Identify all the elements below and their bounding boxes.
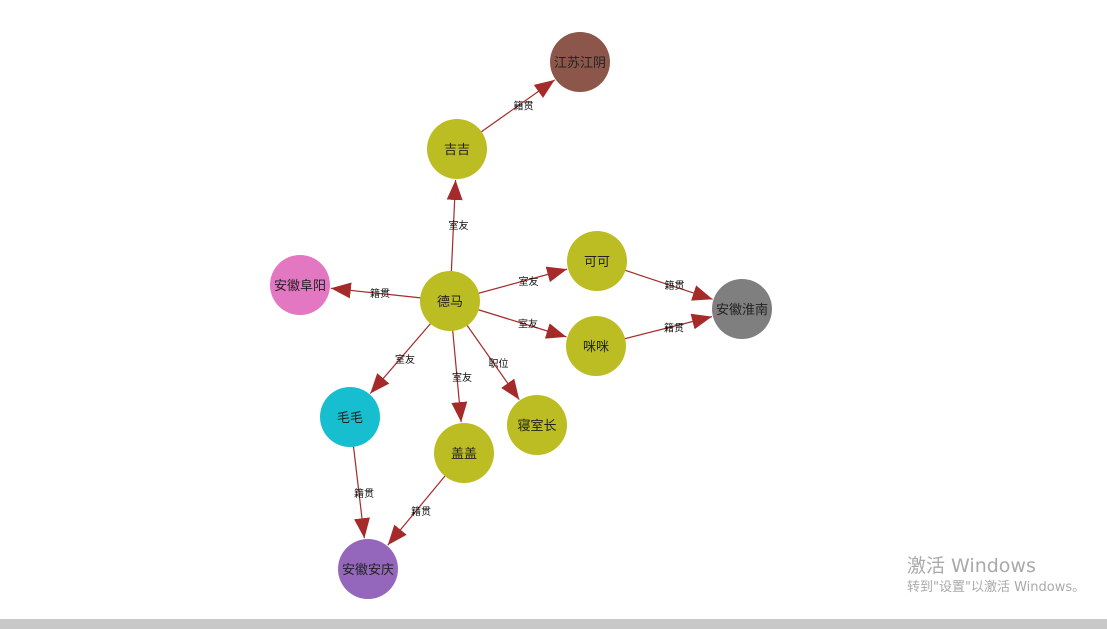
- node-label: 安徽阜阳: [274, 278, 326, 294]
- node-dema[interactable]: 德马: [420, 271, 480, 331]
- node-circle[interactable]: [270, 255, 330, 315]
- node-label: 寝室长: [517, 418, 556, 434]
- node-circle[interactable]: [566, 316, 626, 376]
- node-label: 毛毛: [337, 411, 363, 426]
- edges-layer: 籍贯室友室友籍贯籍贯室友籍贯室友室友职位籍贯籍贯: [330, 79, 713, 546]
- node-label: 德马: [437, 295, 463, 310]
- node-qinshizhang[interactable]: 寝室长: [507, 395, 567, 455]
- edge-label: 籍贯: [411, 505, 431, 518]
- node-circle[interactable]: [550, 32, 610, 92]
- node-circle[interactable]: [427, 119, 487, 179]
- edge-label: 籍贯: [664, 322, 684, 335]
- watermark-subtitle: 转到"设置"以激活 Windows。: [907, 580, 1086, 595]
- edge-label: 籍贯: [370, 287, 390, 300]
- node-anqing[interactable]: 安徽安庆: [338, 539, 398, 599]
- node-fuyang[interactable]: 安徽阜阳: [270, 255, 330, 315]
- node-maomao[interactable]: 毛毛: [320, 387, 380, 447]
- windows-activation-watermark: 激活 Windows 转到"设置"以激活 Windows。: [907, 553, 1085, 597]
- node-mimi[interactable]: 咪咪: [566, 316, 626, 376]
- node-huainan[interactable]: 安徽淮南: [712, 279, 772, 339]
- edge-label: 室友: [452, 371, 472, 384]
- edge-label: 籍贯: [665, 279, 685, 292]
- node-jiji[interactable]: 吉吉: [427, 119, 487, 179]
- node-label: 吉吉: [444, 143, 470, 158]
- edge-label: 室友: [395, 353, 415, 366]
- node-jiangyin[interactable]: 江苏江阴: [550, 32, 610, 92]
- node-keke[interactable]: 可可: [567, 231, 627, 291]
- node-circle[interactable]: [712, 279, 772, 339]
- edge-label: 籍贯: [514, 100, 534, 113]
- node-label: 江苏江阴: [554, 55, 606, 71]
- node-gaigai[interactable]: 盖盖: [434, 423, 494, 483]
- node-label: 安徽淮南: [716, 302, 768, 318]
- node-label: 安徽安庆: [342, 563, 394, 578]
- node-circle[interactable]: [338, 539, 398, 599]
- edge-label: 室友: [449, 219, 469, 232]
- edge-label: 室友: [519, 275, 539, 288]
- node-label: 可可: [584, 255, 610, 270]
- edge-label: 职位: [489, 357, 509, 370]
- node-circle[interactable]: [507, 395, 567, 455]
- node-label: 咪咪: [583, 340, 609, 355]
- edge-label: 室友: [518, 318, 538, 331]
- horizontal-scrollbar[interactable]: [0, 619, 1107, 629]
- watermark-title: 激活 Windows: [907, 555, 1036, 577]
- edge-label: 籍贯: [354, 487, 374, 500]
- node-circle[interactable]: [320, 387, 380, 447]
- node-circle[interactable]: [420, 271, 480, 331]
- node-label: 盖盖: [451, 447, 477, 462]
- node-circle[interactable]: [567, 231, 627, 291]
- node-circle[interactable]: [434, 423, 494, 483]
